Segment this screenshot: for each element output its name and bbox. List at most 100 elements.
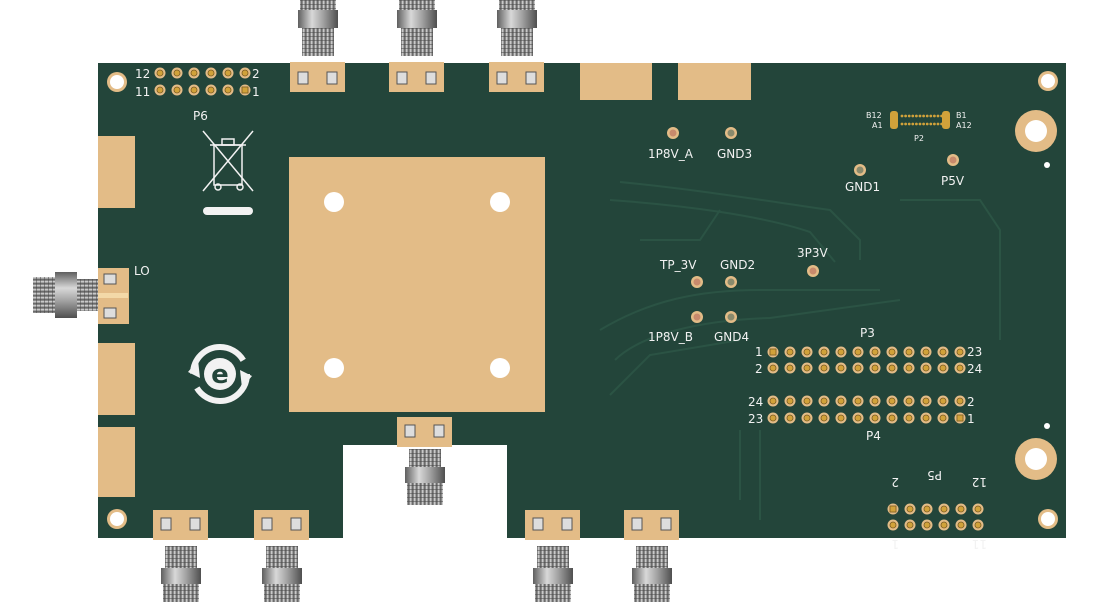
header-pin-core	[939, 364, 947, 372]
lo-label: LO	[134, 264, 150, 278]
p2-label: P2	[914, 134, 924, 143]
p2-pad	[929, 122, 933, 126]
header-pin-core	[871, 414, 879, 422]
p2-pad	[922, 122, 925, 126]
p6-pin-1-label: 1	[252, 85, 260, 99]
p4-pin-1-label: 1	[967, 412, 975, 426]
p6-pin-11-label: 11	[135, 85, 150, 99]
header-pin-core	[769, 397, 777, 405]
header-p6-pins	[154, 67, 251, 96]
header-pin-core	[905, 397, 913, 405]
p5-pin-2-label: 2	[891, 475, 899, 489]
tp-gnd2-label: GND2	[720, 258, 755, 272]
tp-1p8v-b-label: 1P8V_B	[648, 330, 693, 344]
header-p5-pins	[887, 503, 984, 531]
p6-pin-2-label: 2	[252, 67, 260, 81]
header-pin-core	[923, 505, 931, 513]
p2-pad	[936, 114, 940, 118]
header-pin-core	[940, 521, 948, 529]
tp-gnd3-label: GND3	[717, 147, 752, 161]
testpoint-markers	[667, 127, 959, 323]
header-pin-core	[905, 348, 913, 356]
header-pin-core	[888, 348, 896, 356]
p5-pin-12-label: 12	[972, 475, 987, 489]
p4-pin-24-label: 24	[748, 395, 763, 409]
header-pin-core	[939, 397, 947, 405]
p2-b1-label: B1	[956, 111, 967, 120]
sma-connector-lo	[33, 268, 129, 324]
p2-b12-label: B12	[866, 111, 882, 120]
header-pin-core	[956, 414, 964, 422]
p2-pad	[918, 114, 922, 118]
header-pin-core	[871, 348, 879, 356]
sma-connectors-bottom	[153, 417, 679, 602]
header-pin-core	[837, 414, 845, 422]
p5-pin-11-label: 11	[972, 537, 987, 551]
header-pin-core	[957, 521, 965, 529]
header-pin-core	[786, 364, 794, 372]
header-pin-core	[871, 397, 879, 405]
p5-pin-1-label: 1	[891, 537, 899, 551]
header-pin-core	[786, 397, 794, 405]
header-pin-core	[974, 521, 982, 529]
header-pin-core	[888, 364, 896, 372]
p2-pad	[911, 122, 915, 126]
header-pin-core	[888, 397, 896, 405]
p2-pad	[929, 114, 933, 118]
p2-pad	[940, 122, 943, 126]
weee-bar	[203, 207, 253, 215]
weee-bin-icon	[202, 130, 254, 192]
header-pin-core	[190, 69, 198, 77]
header-pin-core	[820, 364, 828, 372]
header-pin-core	[854, 414, 862, 422]
header-pin-core	[923, 521, 931, 529]
header-pin-core	[156, 69, 164, 77]
p2-pad	[918, 122, 922, 126]
p2-pad	[915, 122, 918, 126]
header-pin-core	[854, 397, 862, 405]
sma-connectors-top	[290, 0, 544, 92]
p2-a1-label: A1	[872, 121, 883, 130]
p6-pin-12-label: 12	[135, 67, 150, 81]
connector-p2-pins	[890, 111, 950, 129]
p2-pad	[907, 122, 911, 126]
header-pin-core	[906, 521, 914, 529]
p2-pad	[907, 114, 911, 118]
header-pin-core	[837, 397, 845, 405]
p2-pad	[936, 122, 940, 126]
header-pin-core	[854, 348, 862, 356]
p3-pin-2-label: 2	[755, 362, 763, 376]
header-pin-core	[820, 348, 828, 356]
p2-pad	[940, 114, 943, 118]
header-pin-core	[820, 397, 828, 405]
header-pin-core	[889, 521, 897, 529]
header-pin-core	[888, 414, 896, 422]
header-pin-core	[207, 86, 215, 94]
p2-pad	[925, 114, 929, 118]
header-pin-core	[889, 505, 897, 513]
header-pin-core	[906, 505, 914, 513]
p2-pad	[900, 114, 904, 118]
header-pin-core	[224, 86, 232, 94]
p4-pin-23-label: 23	[748, 412, 763, 426]
header-pin-core	[956, 397, 964, 405]
p2-pad	[911, 114, 915, 118]
tp-gnd4-label: GND4	[714, 330, 749, 344]
header-pin-core	[173, 86, 181, 94]
header-pin-core	[803, 414, 811, 422]
header-pin-core	[820, 414, 828, 422]
header-pin-core	[905, 414, 913, 422]
header-pin-core	[241, 86, 249, 94]
p5-label: P5	[927, 468, 942, 482]
header-pin-core	[786, 414, 794, 422]
tp-1p8v-a-label: 1P8V_A	[648, 147, 694, 161]
environment-friendly-icon: e	[188, 344, 252, 404]
header-p3-pins	[767, 346, 966, 374]
header-pin-core	[769, 414, 777, 422]
header-pin-core	[173, 69, 181, 77]
p4-pin-2-label: 2	[967, 395, 975, 409]
tp-gnd1-label: GND1	[845, 180, 880, 194]
header-pin-core	[241, 69, 249, 77]
header-pin-core	[837, 348, 845, 356]
